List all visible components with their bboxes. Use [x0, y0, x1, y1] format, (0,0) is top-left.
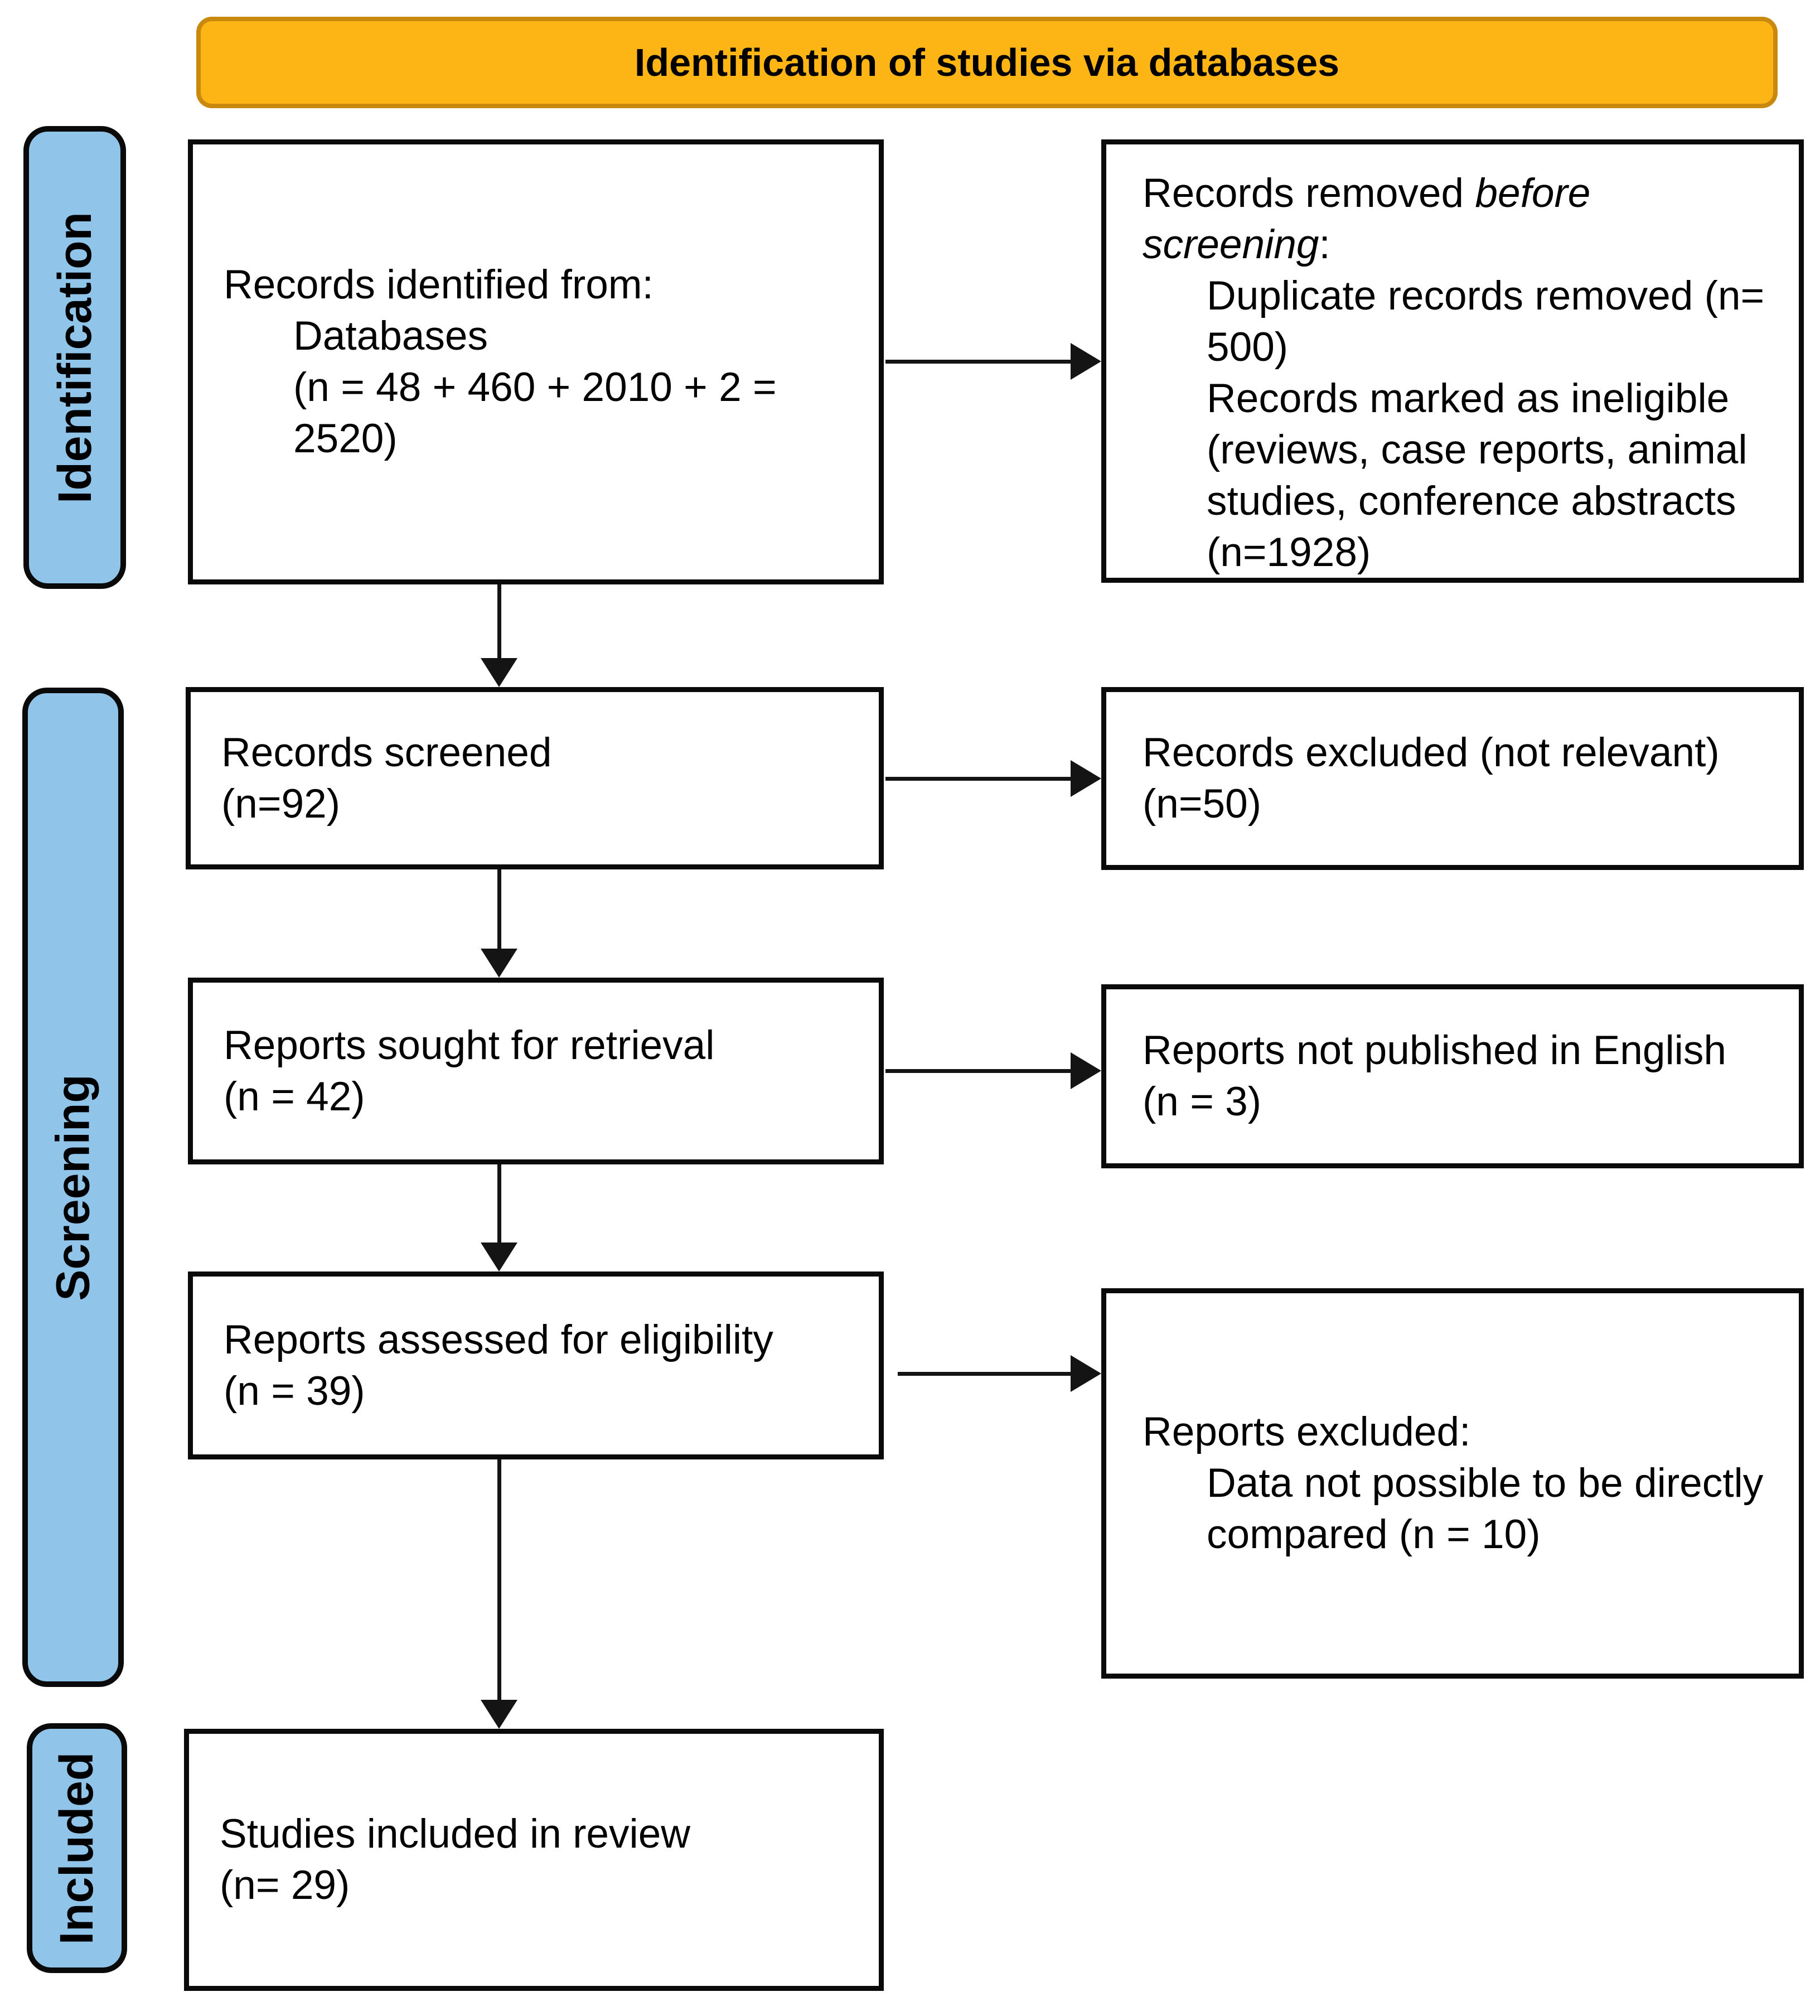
arrow-right-identified-to-removed-head — [1071, 343, 1101, 380]
studies-included-line2: (n= 29) — [220, 1863, 350, 1908]
reports-sought-line1: Reports sought for retrieval — [224, 1022, 715, 1068]
records-removed-item-duplicates: Duplicate records removed (n= 500) — [1207, 273, 1765, 370]
arrow-right-assessed-to-excluded-shaft — [898, 1372, 1072, 1376]
records-identified-line2: Databases — [293, 313, 488, 359]
studies-included-line1: Studies included in review — [220, 1811, 691, 1857]
box-reports-excluded: Reports excluded: Data not possible to b… — [1101, 1288, 1804, 1679]
title-banner: Identification of studies via databases — [196, 17, 1778, 108]
arrow-down-assessed-to-included-head — [481, 1700, 517, 1729]
reports-assessed-line1: Reports assessed for eligibility — [224, 1317, 773, 1362]
stage-bar-screening: Screening — [22, 688, 124, 1687]
stage-label-included: Included — [50, 1752, 103, 1945]
arrow-right-screened-to-excluded-head — [1071, 760, 1101, 797]
box-records-identified: Records identified from: Databases (n = … — [188, 139, 884, 584]
records-removed-line1: Records removed before — [1143, 168, 1765, 219]
arrow-right-assessed-to-excluded-head — [1071, 1355, 1101, 1392]
stage-bar-identification: Identification — [23, 126, 126, 589]
stage-label-identification: Identification — [48, 211, 101, 504]
arrow-right-sought-to-not-english-shaft — [885, 1069, 1072, 1073]
records-excluded-line2: (n=50) — [1143, 781, 1262, 826]
records-removed-line2-normal: : — [1319, 222, 1330, 267]
stage-bar-included: Included — [27, 1723, 127, 1973]
records-removed-line1-italic: before — [1475, 171, 1591, 216]
arrow-down-screened-to-sought-shaft — [497, 869, 501, 950]
records-excluded-line1: Records excluded (not relevant) — [1143, 730, 1720, 775]
records-identified-line1: Records identified from: — [224, 262, 654, 307]
reports-excluded-item-data: Data not possible to be directly compare… — [1207, 1461, 1764, 1557]
title-banner-label: Identification of studies via databases — [634, 41, 1340, 84]
box-records-excluded: Records excluded (not relevant) (n=50) — [1101, 687, 1804, 870]
box-reports-not-english: Reports not published in English (n = 3) — [1101, 984, 1804, 1168]
records-removed-line1-normal: Records removed — [1143, 171, 1475, 216]
records-screened-line2: (n=92) — [221, 781, 341, 826]
reports-sought-line2: (n = 42) — [224, 1074, 365, 1119]
arrow-down-sought-to-assessed-shaft — [497, 1164, 501, 1244]
records-removed-item-ineligible: Records marked as ineligible (reviews, c… — [1207, 376, 1748, 575]
box-records-screened: Records screened (n=92) — [186, 687, 884, 869]
records-screened-line1: Records screened — [221, 729, 552, 775]
records-removed-line2-italic: screening — [1143, 222, 1319, 267]
records-removed-line2: screening: — [1143, 219, 1765, 270]
box-studies-included: Studies included in review (n= 29) — [184, 1729, 884, 1991]
arrow-down-identified-to-screened-head — [481, 658, 517, 687]
reports-not-english-line1: Reports not published in English — [1143, 1028, 1726, 1073]
records-identified-line3: (n = 48 + 460 + 2010 + 2 = — [293, 365, 777, 410]
reports-excluded-line1: Reports excluded: — [1143, 1409, 1471, 1454]
arrow-down-identified-to-screened-shaft — [497, 584, 501, 660]
arrow-down-assessed-to-included-shaft — [497, 1459, 501, 1701]
reports-not-english-line2: (n = 3) — [1143, 1079, 1262, 1124]
reports-assessed-line2: (n = 39) — [224, 1368, 365, 1414]
box-reports-assessed: Reports assessed for eligibility (n = 39… — [188, 1272, 884, 1459]
arrow-right-screened-to-excluded-shaft — [885, 777, 1072, 781]
arrow-right-sought-to-not-english-head — [1071, 1052, 1101, 1089]
box-reports-sought: Reports sought for retrieval (n = 42) — [188, 978, 884, 1164]
box-records-removed: Records removed before screening: Duplic… — [1101, 139, 1804, 583]
arrow-right-identified-to-removed-shaft — [885, 360, 1072, 364]
records-identified-line4: 2520) — [293, 416, 398, 461]
arrow-down-screened-to-sought-head — [481, 949, 517, 978]
stage-label-screening: Screening — [46, 1074, 99, 1301]
arrow-down-sought-to-assessed-head — [481, 1243, 517, 1272]
